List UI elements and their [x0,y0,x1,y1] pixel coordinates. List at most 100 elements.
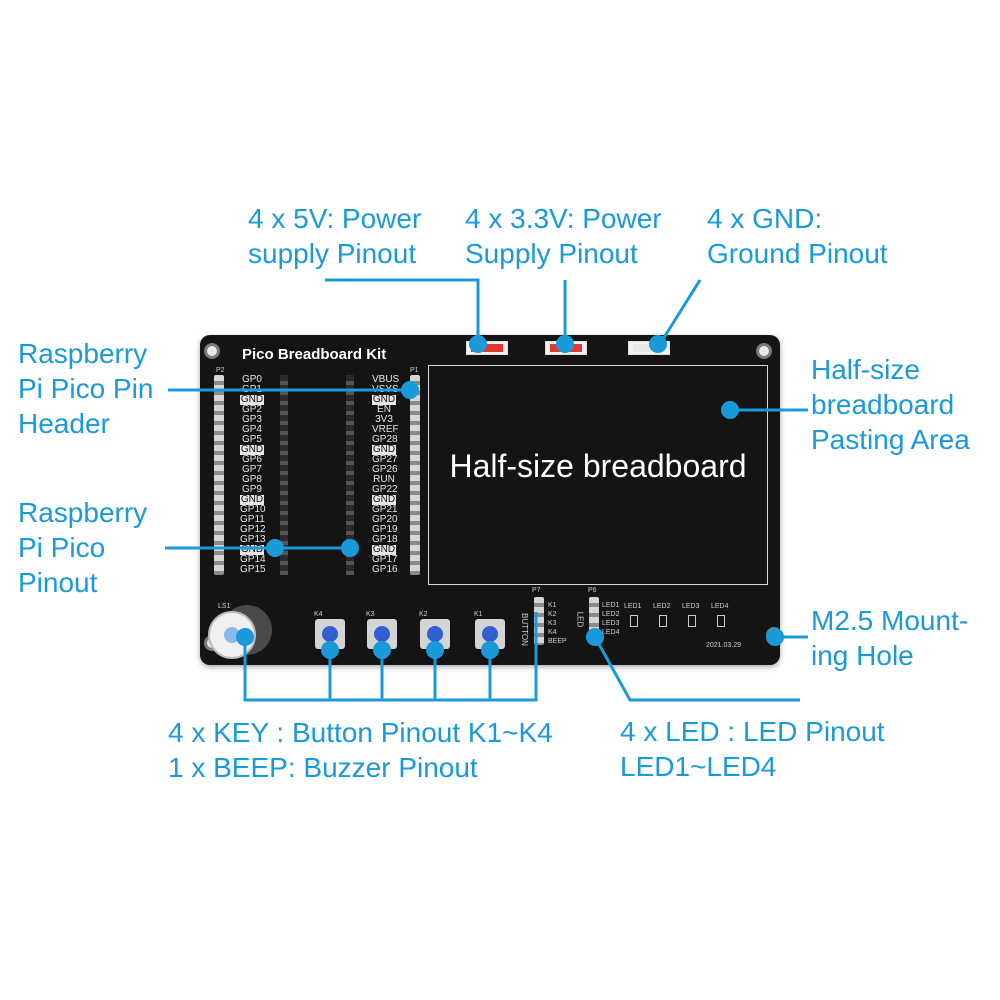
dot-buzzer [236,628,254,646]
left-pin-gnd: GND [240,494,264,505]
key-cap [427,626,443,642]
left-pin-gp4: GP4 [241,424,262,435]
leader-gnd [658,279,702,345]
right-pin-gp19: GP19 [372,524,398,535]
led-label-3: LED3 [682,603,700,610]
pin-header-right [410,375,420,575]
dot-pinout-left [266,539,284,557]
led-4 [717,615,725,627]
key-cap [482,626,498,642]
right-pin-vbus: VBUS [372,374,400,385]
left-pin-gp11: GP11 [240,514,265,525]
dot-key-k1 [481,641,499,659]
left-pin-gp13: GP13 [240,534,266,545]
leader-leds [593,636,800,702]
buzzer-label: LS1 [218,603,231,610]
dot-led-header [586,628,604,646]
board-date: 2021.03.29 [706,642,742,649]
led-2 [659,615,667,627]
right-pin-gp21: GP21 [372,504,398,515]
dot-key-k3 [373,641,391,659]
right-pin-gnd: GND [372,494,396,505]
breadboard-label: Half-size breadboard [449,448,747,484]
left-pin-gnd: GND [240,444,264,455]
dot-pin-header [401,381,419,399]
right-pin-gp26: GP26 [372,464,398,475]
left-pin-gp3: GP3 [241,414,262,425]
left-pin-gnd: GND [240,394,264,405]
dot-5v [469,335,487,353]
led-1 [630,615,638,627]
mount-hole-top-right [756,343,772,359]
mount-hole-top-left [204,343,220,359]
key-cap [374,626,390,642]
right-pin-gp17: GP17 [372,554,398,565]
right-pin-en: EN [377,404,391,415]
dot-3v3 [556,335,574,353]
led-label-2: LED2 [653,603,671,610]
right-pin-gp16: GP16 [372,564,398,575]
left-pin-gp10: GP10 [240,504,266,515]
header-label-p7: P7 [532,587,541,594]
right-pin-gnd: GND [372,444,396,455]
right-pin-gp28: GP28 [372,434,398,445]
key-cap [322,626,338,642]
right-pin-gp20: GP20 [372,514,398,525]
button-header [534,597,544,645]
left-pin-gp12: GP12 [240,524,266,535]
pin-header-left [214,375,224,575]
right-pin-gnd: GND [372,394,396,405]
right-pin-gnd: GND [372,544,396,555]
buzzer [208,611,256,659]
right-pin-3v3: 3V3 [375,414,393,425]
pico-socket-left [280,375,288,575]
left-pin-gp14: GP14 [240,554,266,565]
right-pin-gp18: GP18 [372,534,398,545]
leader-keys [243,612,538,702]
right-pin-run: RUN [373,474,395,485]
dot-pinout-right [341,539,359,557]
left-pin-gp7: GP7 [241,464,262,475]
leader-5v [325,278,480,344]
right-pin-vref: VREF [372,424,399,435]
key-label-k4: K4 [314,611,323,618]
left-pin-gp2: GP2 [241,404,262,415]
header-label-p1: P1 [410,367,419,374]
dot-gnd [649,335,667,353]
board-title: Pico Breadboard Kit [242,346,387,363]
callout-gnd: 4 x GND:Ground Pinout [707,203,888,269]
header-label-p6: P6 [588,587,597,594]
left-pin-gp15: GP15 [240,564,266,575]
right-pin-gp22: GP22 [372,484,398,495]
led-header [589,597,599,635]
key-label-k1: K1 [474,611,483,618]
led-label-1: LED1 [624,603,642,610]
dot-mount-hole [766,628,784,646]
left-pin-gp0: GP0 [241,374,262,385]
left-pin-gp9: GP9 [241,484,262,495]
key-label-k3: K3 [366,611,375,618]
dot-key-k4 [321,641,339,659]
dot-breadboard [721,401,739,419]
breadboard-area: Half-size breadboard [428,365,768,585]
key-button-k2[interactable] [420,619,450,649]
dot-key-k2 [426,641,444,659]
callout-mount-hole: M2.5 Mount-ing Hole [811,605,969,671]
right-pin-gp27: GP27 [372,454,398,465]
pico-socket-right [346,375,354,575]
left-pin-gp6: GP6 [241,454,262,465]
header-label-p2: P2 [216,367,225,374]
led-label-4: LED4 [711,603,729,610]
led-3 [688,615,696,627]
left-pin-gp5: GP5 [241,434,262,445]
